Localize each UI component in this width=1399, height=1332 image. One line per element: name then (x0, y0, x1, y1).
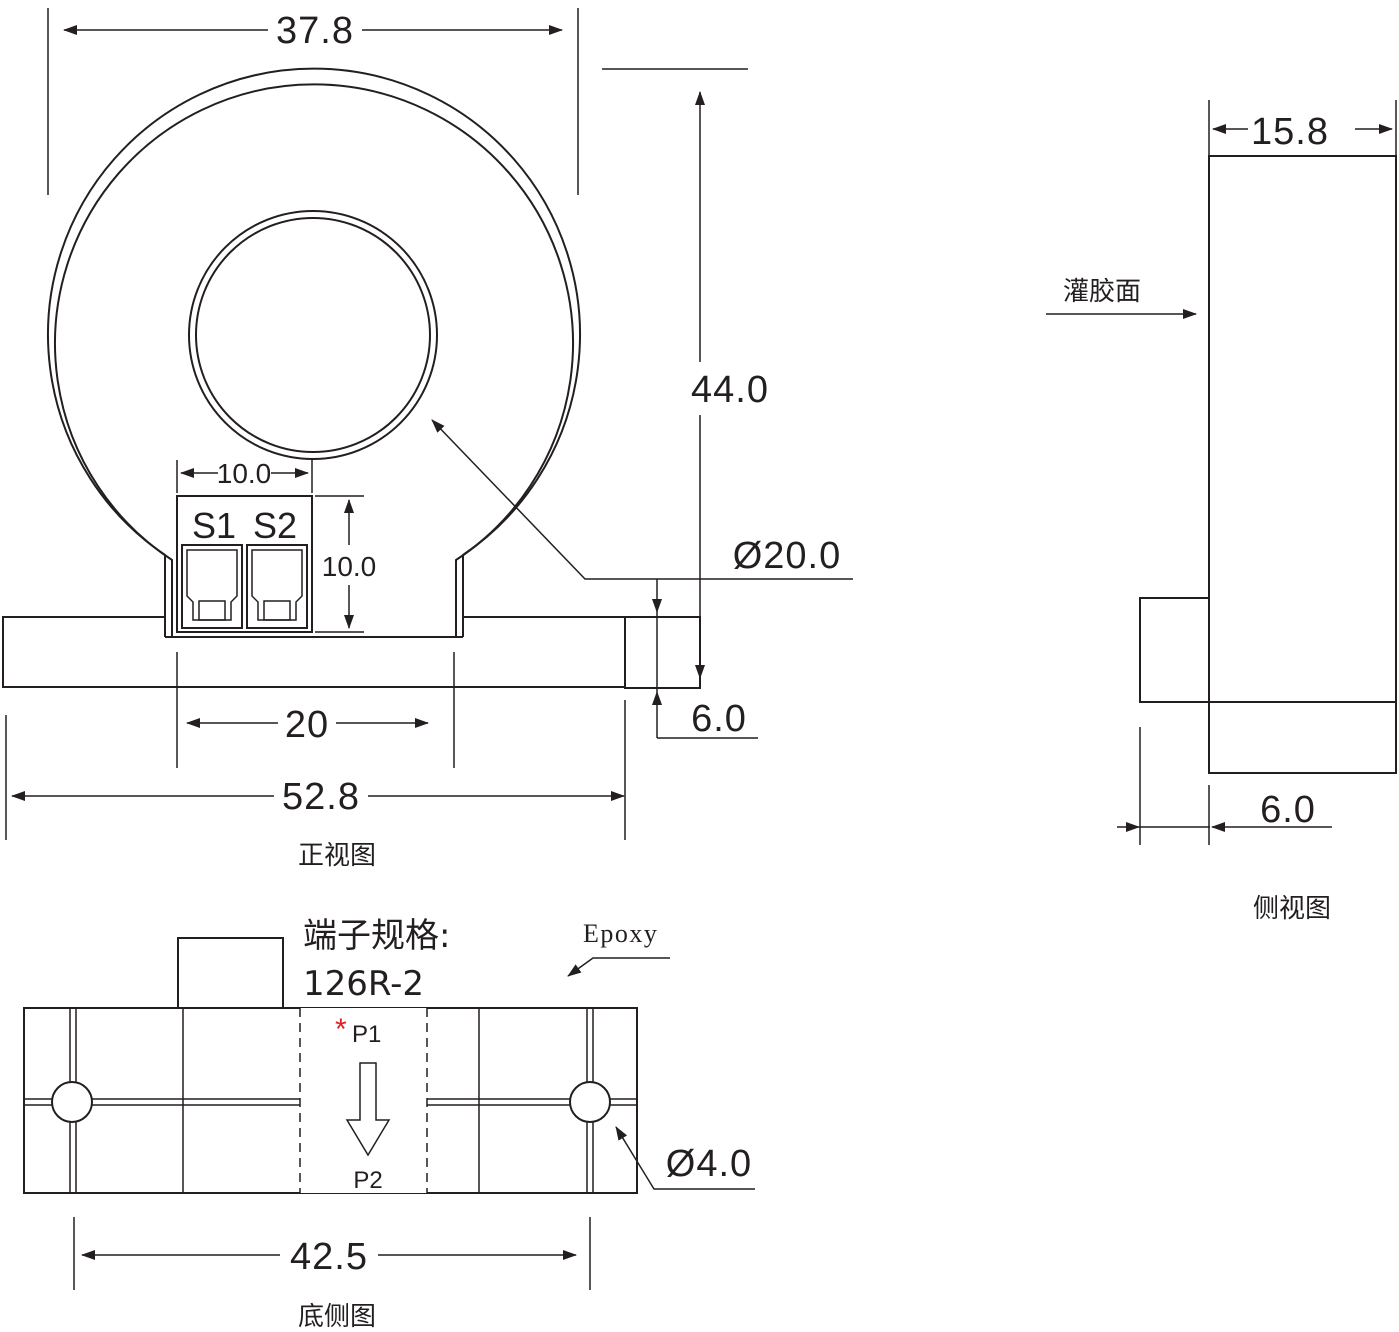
dim-pin-spacing-value: 20 (285, 704, 329, 746)
terminal-spec-value: 126R-2 (303, 964, 424, 1004)
side-body (1208, 155, 1397, 774)
dim-terminal-height-value: 10.0 (322, 551, 377, 582)
bottom-view-caption: 底侧图 (298, 1302, 376, 1332)
dimension-height: 44.0 (602, 68, 769, 679)
dim-hole-spacing-value: 42.5 (290, 1236, 368, 1278)
dimension-outer-width: 37.8 (47, 8, 579, 195)
mounting-hole-left (51, 1081, 93, 1123)
material-label: Epoxy (583, 919, 658, 948)
dimension-hole-spacing: 42.5 (73, 1217, 591, 1290)
terminal-s1-screw (198, 600, 226, 621)
terminal-spec-title: 端子规格: (303, 916, 450, 956)
ring-outline-inner (54, 83, 574, 637)
p1-marker: * (335, 1013, 347, 1046)
dim-terminal-width-value: 10.0 (217, 458, 272, 489)
terminal-s1-cell (181, 544, 243, 629)
terminal-s2-clamp (251, 549, 303, 621)
terminal-label-s1: S1 (192, 505, 236, 546)
side-view: 15.8 灌胶面 6.0 侧视图 (1046, 100, 1397, 924)
side-view-caption: 侧视图 (1253, 894, 1331, 924)
center-hole-outer (188, 210, 438, 460)
dim-outer-width-value: 37.8 (276, 10, 354, 52)
dimension-side-thickness: 15.8 (1208, 100, 1397, 156)
dimension-hole-diameter: Ø20.0 (431, 419, 853, 580)
side-terminal (1139, 597, 1210, 703)
pin-label-p1: P1 (352, 1021, 381, 1048)
dim-mount-hole-value: Ø4.0 (666, 1143, 752, 1185)
dimension-mount-hole: Ø4.0 (615, 1126, 755, 1190)
center-hole-inner (195, 217, 431, 453)
base-plate (2, 616, 626, 688)
dim-hole-diameter-value: Ø20.0 (733, 535, 842, 577)
potting-face-label: 灌胶面 (1063, 277, 1141, 307)
terminal-s2-screw (263, 600, 291, 621)
dim-height-value: 44.0 (691, 369, 769, 411)
dimension-base-thickness: 6.0 (652, 579, 758, 740)
mounting-hole-right (569, 1081, 611, 1123)
terminal-s2-cell (246, 544, 308, 629)
potting-face-callout: 灌胶面 (1046, 277, 1197, 319)
terminal-housing (176, 495, 313, 633)
current-direction-arrow (345, 1062, 391, 1157)
dim-side-thickness-value: 15.8 (1251, 111, 1329, 153)
terminal-label-s2: S2 (253, 505, 297, 546)
dimension-terminal-width: 10.0 (176, 458, 313, 493)
dimension-base-width: 52.8 (5, 700, 626, 840)
bottom-terminal (177, 937, 284, 1009)
ring-outline-outer (47, 67, 581, 637)
terminal-block: S1 S2 (176, 495, 313, 633)
bottom-view: * P1 P2 端子规格: 126R-2 Epoxy Ø4.0 42.5 底侧图 (23, 916, 755, 1332)
epoxy-callout: Epoxy (567, 919, 670, 977)
dimension-side-offset: 6.0 (1117, 727, 1332, 845)
dim-base-width-value: 52.8 (282, 776, 360, 818)
dimension-pin-spacing: 20 (176, 652, 455, 768)
base-step (624, 616, 701, 689)
dim-base-thickness-value: 6.0 (691, 698, 747, 740)
front-view: S1 S2 37.8 44.0 Ø20.0 (2, 8, 853, 871)
pin-label-p2: P2 (353, 1167, 382, 1194)
dimension-terminal-height: 10.0 (315, 495, 377, 633)
front-view-caption: 正视图 (298, 841, 376, 871)
dim-side-offset-value: 6.0 (1260, 789, 1316, 831)
terminal-s1-clamp (186, 549, 238, 621)
